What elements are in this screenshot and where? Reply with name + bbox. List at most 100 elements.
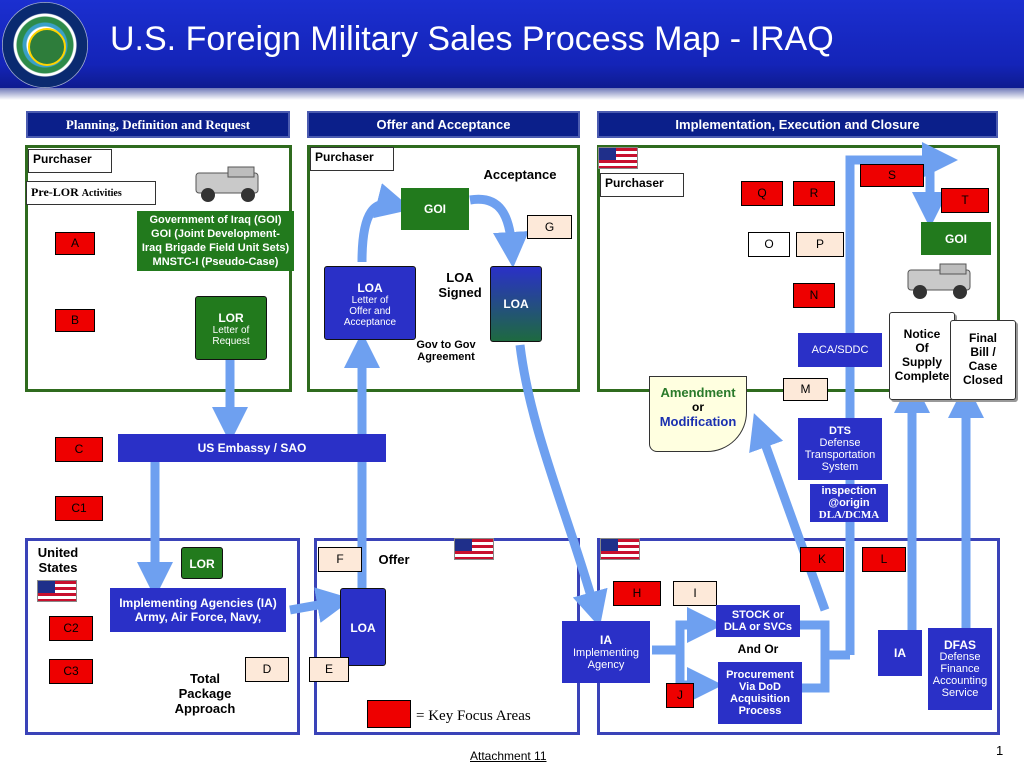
goi-desc-line-4: MNSTC-I (Pseudo-Case) — [152, 256, 279, 268]
notice-line-2: Of — [915, 341, 929, 355]
arrow-amendment — [749, 413, 830, 612]
loa-scroll-sub-3: Acceptance — [343, 317, 397, 328]
marker-j: J — [666, 683, 694, 708]
marker-b: B — [55, 309, 95, 332]
inspection-line-2: @origin — [828, 497, 870, 509]
final-line-3: Case — [968, 359, 998, 373]
inspection-line-3: DLA/DCMA — [818, 509, 880, 521]
amendment-doc: Amendment or Modification — [649, 376, 747, 452]
us-flag-icon-2 — [37, 580, 77, 602]
notice-line-1: Notice — [903, 327, 941, 341]
lor-scroll-title: LOR — [218, 311, 244, 325]
us-flag-icon-3 — [454, 538, 494, 560]
loa-signed-line-1: LOA — [446, 270, 474, 285]
marker-h: H — [613, 581, 661, 606]
us-flag-icon-1 — [598, 147, 638, 169]
humvee-icon-2 — [907, 263, 971, 299]
total-package-line-2: Package — [178, 686, 232, 701]
us-flag-icon-4 — [600, 538, 640, 560]
arrow-goi-to-signed — [469, 194, 529, 268]
dfas-line-4: Accounting — [932, 675, 988, 687]
stock-dla-box: STOCK or DLA or SVCs — [716, 605, 800, 637]
dfas-line-2: Defense — [939, 651, 981, 663]
goi-description-box: Government of Iraq (GOI) GOI (Joint Deve… — [137, 211, 294, 271]
purchaser-label-2: Purchaser — [310, 147, 394, 171]
loa-scroll-title: LOA — [357, 281, 383, 295]
marker-n: N — [793, 283, 835, 308]
and-or-label: And Or — [737, 642, 779, 656]
dts-line-4: System — [821, 461, 859, 473]
loa-signed-label: LOA Signed — [418, 270, 502, 300]
procurement-line-2: Via DoD — [739, 681, 781, 693]
loa-scroll-sub-1: Letter of — [351, 295, 389, 306]
marker-e: E — [309, 657, 349, 682]
marker-t: T — [941, 188, 989, 213]
aca-sddc-box: ACA/SDDC — [798, 333, 882, 367]
ia-implementing-agency-box: IA Implementing Agency — [562, 621, 650, 683]
dts-box: DTS Defense Transportation System — [798, 418, 882, 480]
lor-scroll-sub-2: Request — [212, 336, 250, 347]
marker-r: R — [793, 181, 835, 206]
implementing-agencies-box: Implementing Agencies (IA) Army, Air For… — [110, 588, 286, 632]
goi-box-right: GOI — [921, 222, 991, 255]
loa-signed-line-2: Signed — [438, 285, 482, 300]
procurement-line-4: Process — [738, 705, 782, 717]
goi-desc-line-1: Government of Iraq (GOI) — [149, 214, 282, 226]
united-states-label: United States — [37, 545, 79, 575]
goi-desc-line-2: GOI (Joint Development- — [151, 228, 280, 240]
final-line-2: Bill / — [970, 345, 996, 359]
marker-q: Q — [741, 181, 783, 206]
final-line-1: Final — [968, 331, 997, 345]
notice-line-3: Supply — [901, 355, 942, 369]
lor-scroll-sub-1: Letter of — [212, 325, 250, 336]
humvee-icon-1 — [195, 166, 259, 202]
loa-scroll-sub-2: Offer and — [349, 306, 391, 317]
final-bill-doc: Final Bill / Case Closed — [950, 320, 1016, 400]
marker-o: O — [748, 232, 790, 257]
key-focus-swatch — [367, 700, 411, 728]
arrow-signed-to-ia — [515, 344, 608, 628]
marker-s: S — [860, 164, 924, 187]
dfas-line-1: DFAS — [943, 638, 976, 652]
marker-i: I — [673, 581, 717, 606]
purchaser-label-1: Purchaser — [28, 149, 112, 173]
section-implementation: Implementation, Execution and Closure — [597, 111, 998, 138]
dfas-line-5: Service — [941, 687, 979, 699]
arrow-to-goi — [357, 183, 413, 263]
pre-lor-label: Pre-LOR Activities — [26, 181, 156, 205]
dts-line-1: DTS — [829, 425, 851, 437]
total-package-line-1: Total — [189, 671, 221, 686]
loa-scroll-top: LOA Letter of Offer and Acceptance — [324, 266, 416, 340]
arrow-ia-to-procurement — [675, 650, 723, 703]
attachment-label: Attachment 11 — [470, 749, 547, 763]
marker-p: P — [796, 232, 844, 257]
marker-g: G — [527, 215, 572, 239]
loa-signed-scroll: LOA — [490, 266, 542, 342]
stock-line-2: DLA or SVCs — [723, 621, 793, 633]
procurement-box: Procurement Via DoD Acquisition Process — [718, 662, 802, 724]
marker-a: A — [55, 232, 95, 255]
arrow-ia-to-loa — [289, 587, 353, 623]
notice-supply-complete-doc: Notice Of Supply Complete — [889, 312, 955, 400]
marker-l: L — [862, 547, 906, 572]
arrow-procurement-out — [800, 655, 830, 693]
marker-d: D — [245, 657, 289, 682]
dfas-box: DFAS Defense Finance Accounting Service — [928, 628, 992, 710]
dts-line-3: Transportation — [804, 449, 876, 461]
us-embassy-sao-box: US Embassy / SAO — [118, 434, 386, 462]
marker-c1: C1 — [55, 496, 103, 521]
acceptance-label: Acceptance — [483, 167, 557, 182]
inspection-box: inspection @origin DLA/DCMA — [810, 484, 888, 522]
arrow-ia-to-stock — [652, 607, 723, 655]
goi-desc-line-3: Iraq Brigade Field Unit Sets) — [141, 242, 290, 254]
ia-center-sub-1: Implementing — [572, 647, 640, 659]
purchaser-label-3: Purchaser — [600, 173, 684, 197]
dod-seal-logo — [2, 2, 88, 88]
notice-line-4: Complete — [894, 369, 950, 383]
section-planning: Planning, Definition and Request — [26, 111, 290, 138]
amendment-line-3: Modification — [659, 414, 737, 429]
ia-center-sub-2: Agency — [587, 659, 625, 671]
total-package-line-3: Approach — [174, 701, 236, 716]
gov-to-gov-line-1: Gov to Gov — [416, 339, 476, 351]
